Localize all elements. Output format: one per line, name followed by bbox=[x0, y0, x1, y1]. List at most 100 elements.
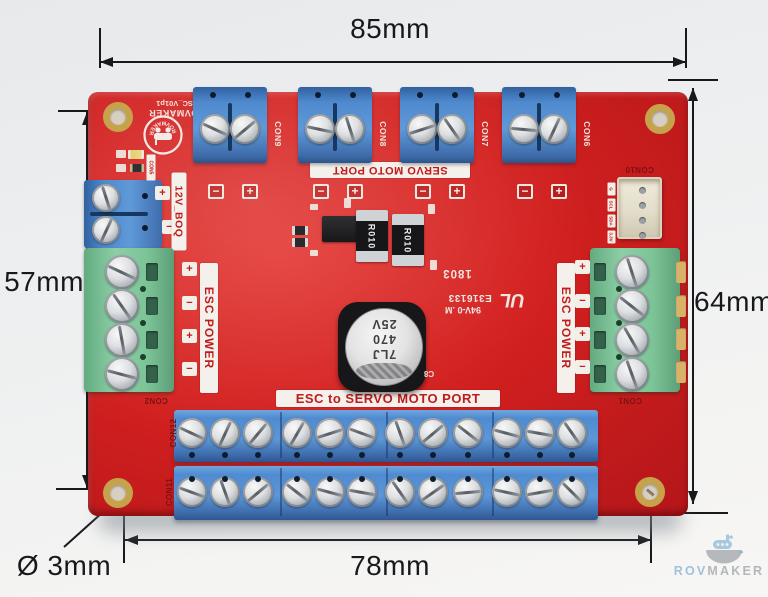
watermark-brand: ROVMAKER bbox=[672, 564, 766, 578]
terminal-pin-dot bbox=[255, 452, 261, 458]
terminal-pin-dot bbox=[222, 476, 228, 482]
terminal-pin-dot bbox=[616, 320, 622, 326]
screw-slot bbox=[246, 482, 270, 502]
clamp-slot bbox=[146, 263, 158, 281]
plus-marker-icon: + bbox=[551, 184, 567, 199]
esc-power-silkscreen: ESC POWER bbox=[557, 263, 575, 393]
connector-pin bbox=[639, 217, 646, 224]
minus-marker-icon: − bbox=[182, 362, 197, 376]
screw-slot bbox=[117, 325, 127, 355]
terminal-screw bbox=[437, 114, 467, 144]
terminal-divider bbox=[90, 212, 148, 216]
smd-led bbox=[128, 150, 144, 159]
terminal-pin-dot bbox=[327, 452, 333, 458]
dimension-extension-line bbox=[668, 79, 718, 81]
esc-power-silkscreen: ESC POWER bbox=[200, 263, 218, 393]
terminal-pin-dot bbox=[140, 320, 146, 326]
screw-slot bbox=[408, 123, 436, 135]
arrowhead-icon bbox=[82, 112, 92, 125]
capacitor-marking-line: 25V bbox=[371, 317, 397, 332]
connector-label: CON1 bbox=[618, 395, 642, 405]
screw-slot bbox=[179, 426, 205, 440]
i2c-pin-label: SDA bbox=[607, 214, 615, 228]
connector-pin bbox=[639, 202, 646, 209]
arrowhead-icon bbox=[688, 88, 698, 101]
screw-slot bbox=[248, 421, 268, 445]
minus-marker-icon: − bbox=[575, 294, 590, 308]
screw-slot bbox=[493, 428, 521, 438]
terminal-screw bbox=[615, 323, 649, 357]
rovmaker-logo-icon: ROVMAKER bbox=[143, 115, 183, 155]
terminal-pin-dot bbox=[504, 452, 510, 458]
screw-slot bbox=[219, 479, 231, 505]
clamp-slot bbox=[146, 331, 158, 349]
screw-slot bbox=[107, 264, 137, 280]
dimension-extension-line bbox=[685, 28, 687, 68]
esc-to-servo-silkscreen: ESC to SERVO MOTO PORT bbox=[276, 390, 500, 407]
terminal-screw bbox=[315, 418, 345, 448]
arrowhead-icon bbox=[638, 535, 651, 545]
terminal-screw bbox=[105, 289, 139, 323]
plus-marker-icon: + bbox=[242, 184, 258, 199]
clamp-slot bbox=[594, 297, 606, 315]
screw-slot bbox=[563, 421, 581, 445]
terminal-screw bbox=[407, 114, 437, 144]
mounting-hole bbox=[635, 477, 665, 507]
minus-marker-icon: − bbox=[182, 296, 197, 310]
plus-marker-icon: + bbox=[449, 184, 465, 199]
terminal-screw bbox=[92, 216, 120, 244]
dimension-line-bottom bbox=[125, 539, 651, 541]
terminal-screw bbox=[177, 418, 207, 448]
terminal-screw bbox=[282, 418, 312, 448]
dimension-label-left: 57mm bbox=[4, 266, 84, 297]
plus-marker-icon: + bbox=[155, 186, 170, 200]
terminal-screw bbox=[453, 418, 483, 448]
minus-marker-icon: − bbox=[517, 184, 533, 199]
terminal-pin-dot bbox=[537, 476, 543, 482]
terminal-pin-dot bbox=[255, 476, 261, 482]
watermark-maker: MAKER bbox=[707, 564, 765, 578]
connector-pin bbox=[639, 187, 646, 194]
i2c-pin-label: 3.3V bbox=[607, 230, 615, 244]
silkscreen-ref-box bbox=[310, 250, 318, 256]
servo-port-silkscreen: SERVO MOTO PORT bbox=[310, 162, 470, 178]
screw-slot bbox=[202, 122, 228, 136]
screw-slot bbox=[349, 427, 375, 439]
terminal-screw bbox=[282, 477, 312, 507]
screw-slot bbox=[625, 257, 639, 287]
connector-label: CON12 bbox=[168, 418, 178, 448]
plus-marker-icon: + bbox=[347, 184, 363, 199]
silkscreen-ref-box bbox=[116, 150, 126, 158]
screw-slot bbox=[100, 185, 112, 211]
clamp-slot bbox=[146, 297, 158, 315]
terminal-screw bbox=[177, 477, 207, 507]
smd-resistor bbox=[130, 164, 144, 172]
terminal-pin-dot bbox=[140, 286, 146, 292]
terminal-pin-dot bbox=[245, 92, 251, 98]
screw-slot bbox=[493, 487, 521, 497]
dimension-label-bottom: 78mm bbox=[350, 550, 430, 581]
screw-slot bbox=[561, 481, 583, 503]
terminal-screw bbox=[418, 477, 448, 507]
terminal-screw bbox=[615, 255, 649, 289]
ic-chip bbox=[322, 216, 362, 242]
silkscreen-ref-box bbox=[430, 260, 437, 270]
solder-pad bbox=[676, 295, 686, 317]
terminal-screw bbox=[105, 255, 139, 289]
screw-slot bbox=[526, 429, 554, 437]
minus-marker-icon: − bbox=[415, 184, 431, 199]
screw-slot bbox=[619, 295, 645, 317]
screw-slot bbox=[99, 218, 113, 242]
ul-file-silkscreen: E316133 bbox=[448, 292, 492, 304]
mounting-hole bbox=[103, 478, 133, 508]
strip-seam bbox=[280, 468, 282, 516]
screw-slot bbox=[391, 480, 409, 504]
terminal-pin-dot bbox=[616, 354, 622, 360]
arrowhead-icon bbox=[673, 57, 686, 67]
terminal-pin-dot bbox=[397, 476, 403, 482]
terminal-pin-dot bbox=[359, 452, 365, 458]
screw-slot bbox=[348, 488, 376, 496]
silkscreen-ref-box bbox=[344, 198, 351, 208]
terminal-pin-dot bbox=[189, 476, 195, 482]
terminal-screw bbox=[525, 418, 555, 448]
